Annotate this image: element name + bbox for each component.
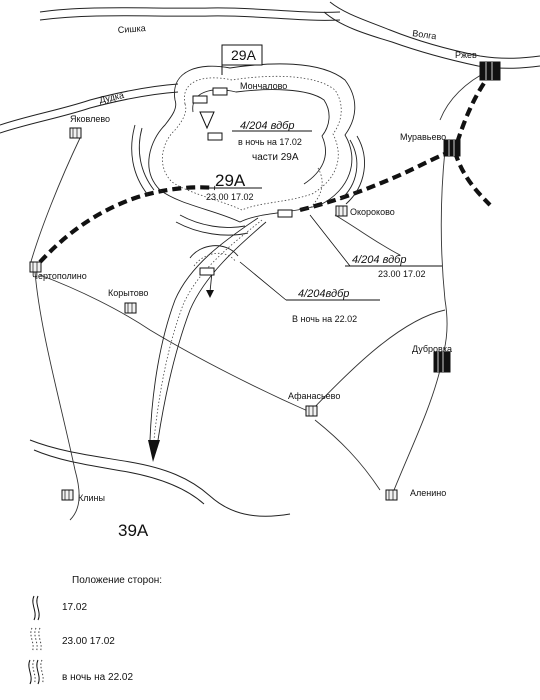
towns [29,61,501,501]
legend-title: Положение сторон: [72,575,162,586]
front-segment-east [339,139,358,201]
unit-marker-triangle [199,111,215,130]
rivers [0,1,540,517]
label-chertopolino: Чертополино [32,271,87,281]
legend-item-mixed: в ночь на 22.02 [62,672,133,683]
army-29-flag [221,44,263,66]
road-afanasyevo-alenino [314,419,381,491]
label-dubrovka: Дубровка [412,344,452,354]
front-segment-west-2 [138,127,155,191]
road-chertopolino-south [34,271,80,521]
label-alenino: Аленино [410,488,446,498]
label-river-sishka: Сишка [117,23,146,35]
legend: Положение сторон: 17.02 23.00 17.02 в но… [28,575,162,685]
river-sishka [39,7,341,13]
road-okorokovo [334,214,401,256]
front-segment-east-2 [345,135,365,205]
south-arrow-head [206,290,214,298]
town-rzhev-symbol [479,61,501,81]
south-semicircle-dotted [193,253,237,267]
town-muravyevo-symbol [443,139,461,157]
road-afanasyevo-east [309,309,446,413]
front-segment-east-dotted [309,167,323,209]
breakout-corridor [148,217,267,462]
roads [29,69,491,521]
road-muravyevo-south [439,149,448,366]
labels: Сишка Волга Дудка 29А Мончалово Ржев Яко… [32,23,477,540]
front-segment-west [131,124,149,196]
label-monchalovo: Мончалово [240,81,287,91]
label-river-volga: Волга [412,28,437,41]
label-center-time: 23.00 17.02 [206,192,254,202]
legend-swatch-dotted [30,627,42,653]
legend-swatch-solid [32,595,40,621]
label-army-29-center: 29А [215,171,246,190]
railway-west [38,185,216,264]
town-alenino-symbol [385,489,398,501]
label-north-note: части 29А [252,152,299,163]
corridor-outer-right [157,221,267,441]
label-klinы: Клины [78,493,105,503]
river-south [29,439,291,517]
label-north-time: в ночь на 17.02 [238,137,302,147]
label-south-time: В ночь на 22.02 [292,314,357,324]
town-chertopolino-symbol [29,261,42,273]
railway-muravyevo-south [452,151,492,207]
east-leader [309,214,351,267]
label-afanasyevo: Афанасьево [288,391,340,401]
river-volga [329,1,540,59]
road-dubrovka-alenino [391,369,441,496]
river-sishka-bank [39,15,341,21]
town-korytovo-symbol [124,302,137,314]
river-dudka [0,83,179,126]
label-army-39: 39А [118,521,149,540]
label-korytovo: Корытово [108,288,148,298]
river-volga-bank [323,11,540,69]
pocket-dotted-line [161,75,342,211]
front-segment-south-2 [175,221,249,236]
corridor-dotted [153,219,263,441]
unit-marker-3 [207,132,223,141]
corridor-arrowhead [148,440,160,462]
unit-marker-1 [192,95,208,104]
corridor-outer-left [149,217,259,441]
town-afanasyevo-symbol [305,405,318,417]
south-semicircle [189,245,239,259]
town-yakovlevo-symbol [69,127,82,139]
railway-rzhev-muravyevo [456,70,494,141]
south-leader [239,261,287,301]
river-south-bank [33,449,205,505]
unit-marker-2 [212,87,228,96]
label-east-time: 23.00 17.02 [378,269,426,279]
road-korytovo [39,274,311,413]
railway-center-east [299,148,456,213]
label-army-29-box: 29А [231,47,257,63]
label-north-unit: 4/204 вдбр [240,120,294,132]
label-south-unit: 4/204вдбр [298,288,349,300]
legend-item-dotted: 23.00 17.02 [62,636,115,647]
unit-marker-4 [277,209,293,218]
label-east-unit: 4/204 вдбр [352,254,406,266]
town-okorokovo-symbol [335,205,348,217]
label-okorokovo: Окороково [350,207,395,217]
legend-item-solid: 17.02 [62,602,87,613]
label-rzhev: Ржев [455,50,477,60]
town-klinы-symbol [61,489,74,501]
legend-swatch-mixed [28,659,44,685]
river-dudka-bank [0,91,179,134]
front-segment-south [179,214,246,228]
leader-lines [205,130,442,301]
label-yakovlevo: Яковлево [70,114,110,124]
unit-marker-5 [199,267,215,276]
positions [192,44,293,276]
town-dubrovka-symbol [433,351,451,373]
label-muravyevo: Муравьево [400,132,446,142]
road-yakovlevo [29,137,81,266]
